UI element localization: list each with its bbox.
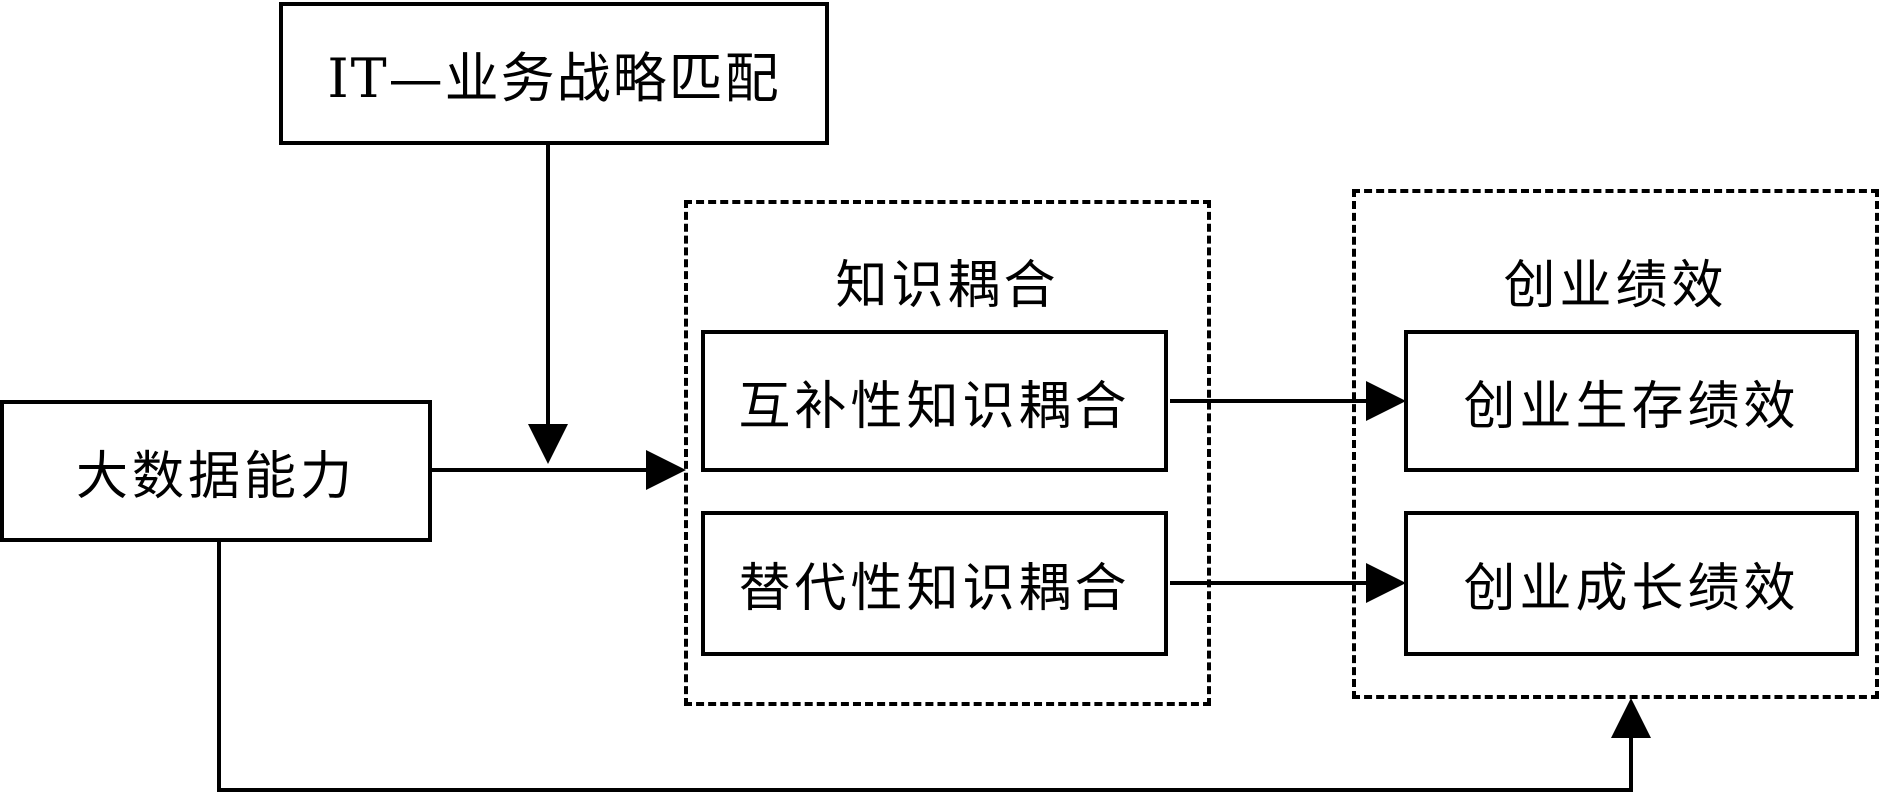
complementary-coupling-label: 互补性知识耦合 bbox=[738, 376, 1131, 437]
big-data-capability-label: 大数据能力 bbox=[75, 446, 356, 507]
it-alignment-label: IT—业务战略匹配 bbox=[327, 47, 781, 110]
big-data-capability-box: 大数据能力 bbox=[0, 400, 432, 542]
knowledge-coupling-group bbox=[684, 200, 1211, 706]
entrepreneurial-performance-title: 创业绩效 bbox=[1503, 256, 1728, 316]
substitutive-coupling-label: 替代性知识耦合 bbox=[738, 559, 1131, 619]
survival-performance-box: 创业生存绩效 bbox=[1404, 330, 1859, 472]
survival-performance-label: 创业生存绩效 bbox=[1463, 376, 1800, 437]
growth-performance-box: 创业成长绩效 bbox=[1404, 511, 1859, 656]
knowledge-coupling-title: 知识耦合 bbox=[835, 256, 1060, 316]
substitutive-coupling-box: 替代性知识耦合 bbox=[701, 511, 1168, 656]
entrepreneurial-performance-group bbox=[1352, 189, 1879, 699]
complementary-coupling-box: 互补性知识耦合 bbox=[701, 330, 1168, 472]
growth-performance-label: 创业成长绩效 bbox=[1463, 559, 1800, 619]
it-alignment-box: IT—业务战略匹配 bbox=[279, 2, 829, 145]
direct-effect-arrow bbox=[217, 542, 1651, 792]
